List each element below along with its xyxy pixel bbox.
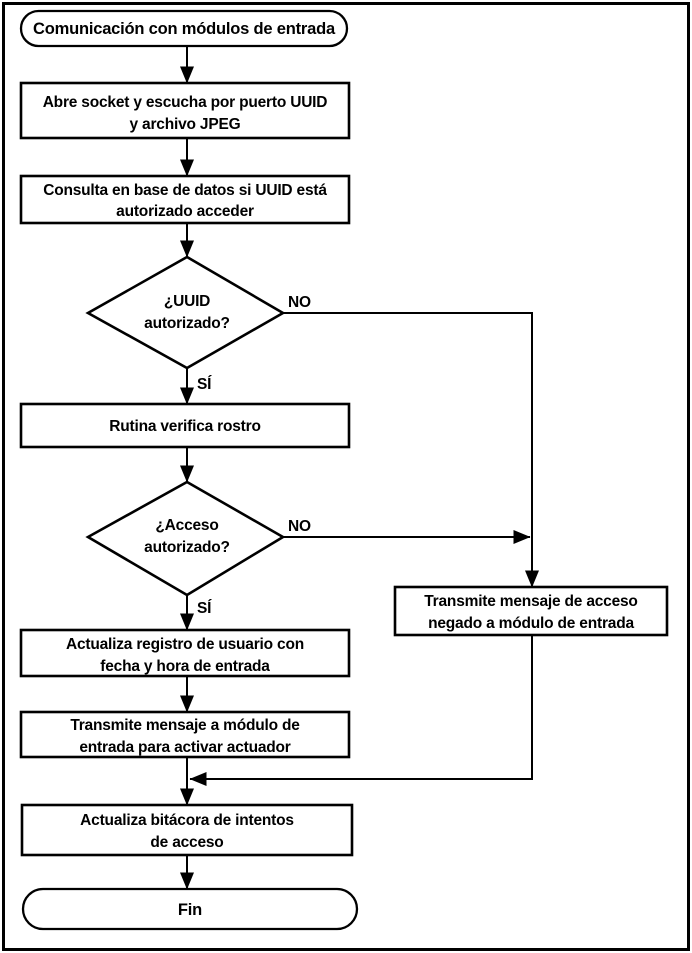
decision-shape (85, 480, 286, 597)
process-shape (393, 585, 669, 637)
node-start-label: Comunicación con módulos de entrada (33, 20, 336, 38)
node-activate-actuator-line1: Transmite mensaje a módulo de (70, 717, 300, 734)
decision-shape (85, 255, 286, 370)
node-end-label: Fin (178, 901, 202, 919)
edge-uuid-no-to-denied (283, 312, 539, 588)
node-uuid-decision: ¿UUID autorizado? (85, 255, 286, 370)
node-open-socket: Abre socket y escucha por puerto UUID y … (19, 81, 351, 140)
edge-label-access-no: NO (288, 518, 311, 535)
edge-denied-to-merge (189, 635, 533, 786)
node-access-decision-line1: ¿Acceso (155, 517, 218, 534)
node-query-db: Consulta en base de datos si UUID está a… (19, 174, 351, 225)
node-open-socket-line1: Abre socket y escucha por puerto UUID (43, 94, 328, 111)
node-update-user-record: Actualiza registro de usuario con fecha … (19, 628, 351, 678)
node-query-db-line2: autorizado acceder (116, 203, 254, 220)
node-open-socket-line2: y archivo JPEG (130, 116, 241, 133)
edge-label-access-yes: SÍ (197, 600, 212, 617)
node-verify-face-label: Rutina verifica rostro (109, 418, 261, 435)
terminator-shape (21, 887, 359, 931)
process-shape (19, 81, 351, 140)
process-shape (19, 174, 351, 225)
node-denied-message-line2: negado a módulo de entrada (428, 615, 634, 632)
node-denied-message: Transmite mensaje de acceso negado a mód… (393, 585, 669, 637)
node-verify-face: Rutina verifica rostro (19, 402, 351, 449)
node-uuid-decision-line2: autorizado? (144, 315, 230, 332)
node-access-decision-line2: autorizado? (144, 539, 230, 556)
node-update-user-line1: Actualiza registro de usuario con (66, 636, 304, 653)
node-start: Comunicación con módulos de entrada (19, 9, 349, 48)
process-shape (19, 402, 351, 449)
node-update-log: Actualiza bitácora de intentos de acceso (20, 803, 354, 857)
terminator-shape (19, 9, 349, 48)
node-denied-message-line1: Transmite mensaje de acceso (424, 593, 637, 610)
process-shape (19, 628, 351, 678)
node-activate-actuator: Transmite mensaje a módulo de entrada pa… (19, 710, 351, 759)
node-access-decision: ¿Acceso autorizado? (85, 480, 286, 597)
process-shape (19, 710, 351, 759)
node-end: Fin (21, 887, 359, 931)
node-update-user-line2: fecha y hora de entrada (100, 658, 270, 675)
edge-label-uuid-yes: SÍ (197, 376, 212, 393)
node-uuid-decision-line1: ¿UUID (164, 293, 210, 310)
process-shape (20, 803, 354, 857)
node-query-db-line1: Consulta en base de datos si UUID está (43, 182, 327, 199)
node-update-log-line1: Actualiza bitácora de intentos (80, 812, 294, 829)
edge-label-uuid-no: NO (288, 294, 311, 311)
node-activate-actuator-line2: entrada para activar actuador (79, 739, 290, 756)
node-update-log-line2: de acceso (150, 834, 223, 851)
